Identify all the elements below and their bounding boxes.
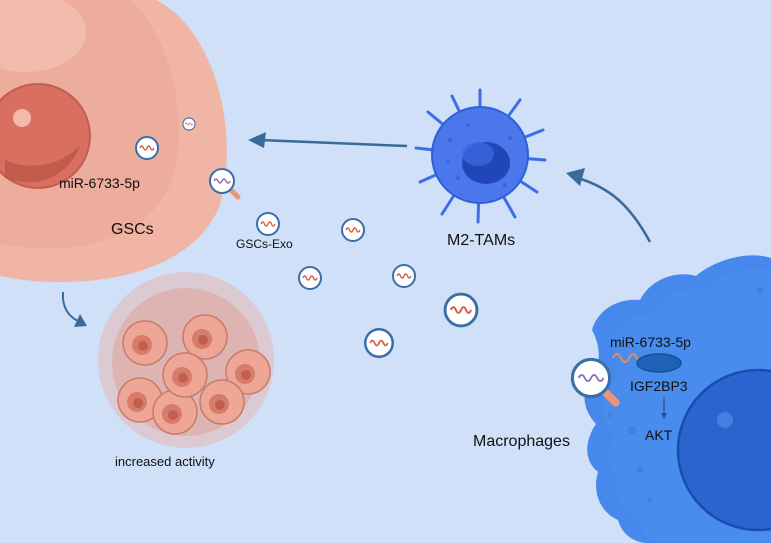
arrow-tam-to-gsc — [248, 132, 408, 148]
m2-tam-cell — [414, 88, 547, 224]
macrophage-mirna-label: miR-6733-5p — [610, 334, 691, 350]
exosome-icon — [341, 218, 365, 242]
exosome-icon — [364, 328, 394, 358]
akt-label: AKT — [645, 427, 673, 443]
macrophages-label: Macrophages — [473, 433, 570, 450]
igf2bp3-label: IGF2BP3 — [630, 378, 688, 394]
arrow-igf2bp3-to-akt — [661, 397, 667, 419]
exosome-icon — [443, 292, 479, 328]
gsc-cell — [0, 0, 238, 282]
exosome-icon — [256, 212, 280, 236]
arrow-macrophage-to-tam — [566, 168, 652, 243]
gsc-nucleus — [0, 83, 91, 189]
magnifier-icon — [570, 357, 620, 407]
gsc-mirna-label: miR-6733-5p — [59, 175, 140, 191]
increased-activity-label: increased activity — [115, 454, 215, 469]
exosome-icon — [182, 117, 196, 131]
exosome-icon — [298, 266, 322, 290]
exosome-icon — [392, 264, 416, 288]
m2-tam-label: M2-TAMs — [447, 232, 515, 249]
tumor-cluster — [98, 272, 274, 448]
arrow-gsc-to-cluster — [61, 291, 87, 327]
gscs-exo-label: GSCs-Exo — [236, 237, 293, 251]
gsc-label: GSCs — [111, 221, 154, 238]
exosome-icon — [135, 136, 159, 160]
igf2bp3-protein-icon — [636, 353, 682, 373]
macrophage-cell — [584, 255, 771, 543]
macrophage-nucleus — [676, 368, 771, 532]
